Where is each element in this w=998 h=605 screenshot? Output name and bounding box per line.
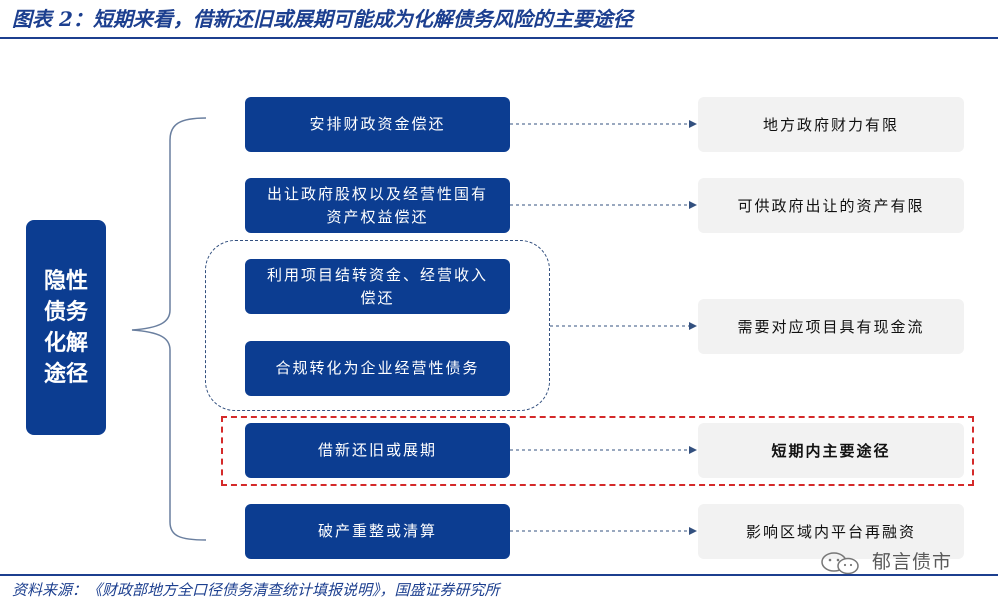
method-refinance-or-extend[interactable]: 借新还旧或展期	[245, 423, 510, 478]
method-equity-transfer[interactable]: 出让政府股权以及经营性国有资产权益偿还	[245, 178, 510, 233]
result-limited-assets: 可供政府出让的资产有限	[698, 178, 964, 233]
highlight-frame	[221, 416, 974, 486]
root-node: 隐性债务化解途径	[26, 220, 106, 435]
result-affects-refinancing: 影响区域内平台再融资	[698, 504, 964, 559]
grouping-brace	[131, 117, 207, 541]
method-fiscal-funds[interactable]: 安排财政资金偿还	[245, 97, 510, 152]
watermark-text: 郁言债市	[872, 551, 953, 573]
result-needs-cash-flow: 需要对应项目具有现金流	[698, 299, 964, 354]
result-limited-fiscal-capacity: 地方政府财力有限	[698, 97, 964, 152]
project-funds-group	[205, 240, 550, 411]
method-convert-to-corporate-debt[interactable]: 合规转化为企业经营性债务	[245, 341, 510, 396]
wechat-icon	[821, 552, 859, 575]
footer-divider	[0, 574, 998, 576]
title-divider	[0, 37, 998, 39]
result-main-short-term-path: 短期内主要途径	[698, 423, 964, 478]
source-note: 资料来源：《财政部地方全口径债务清查统计填报说明》，国盛证券研究所	[12, 581, 500, 599]
page-title: 图表 2：短期来看，借新还旧或展期可能成为化解债务风险的主要途径	[12, 7, 633, 31]
method-project-funds[interactable]: 利用项目结转资金、经营收入偿还	[245, 259, 510, 314]
method-bankruptcy[interactable]: 破产重整或清算	[245, 504, 510, 559]
